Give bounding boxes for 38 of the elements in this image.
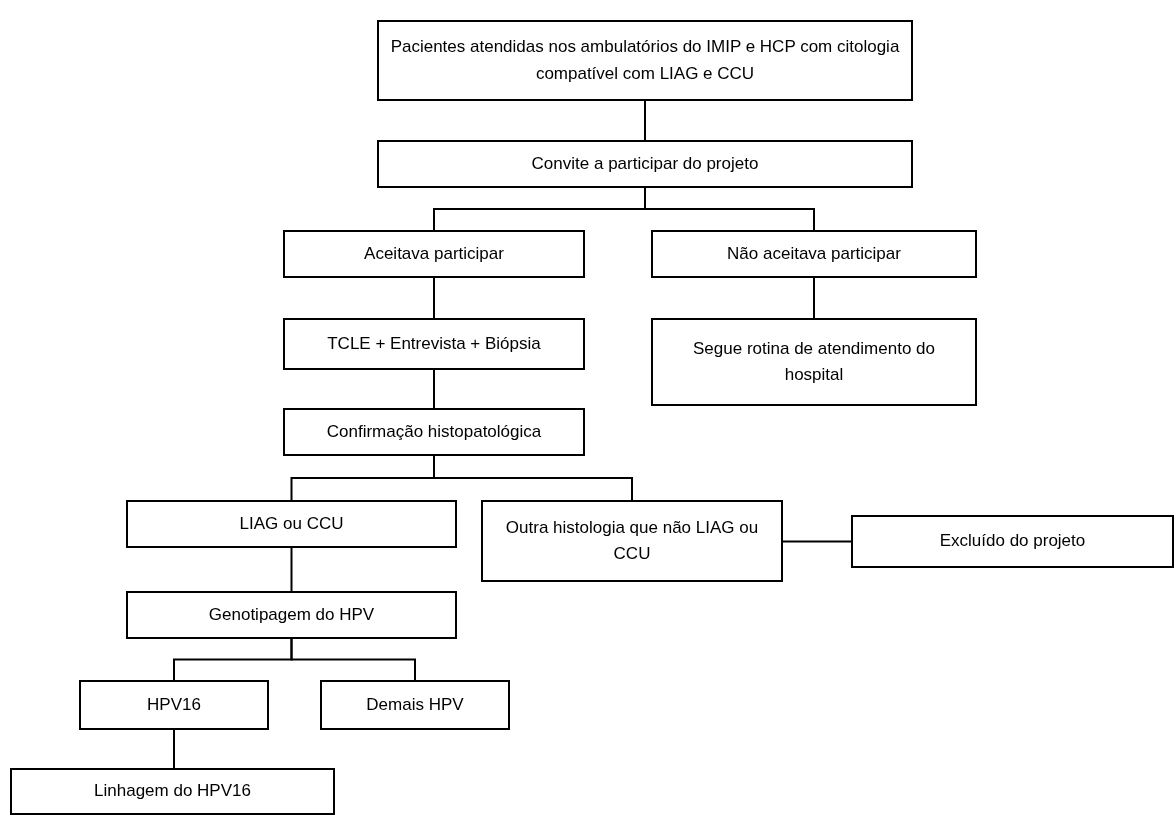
box-text: Genotipagem do HPV (208, 603, 375, 626)
connector-line (433, 455, 633, 501)
process-box (283, 318, 585, 370)
process-box (10, 768, 335, 815)
box-text: Demais HPV (366, 693, 464, 716)
process-box (377, 20, 913, 101)
process-box (851, 515, 1174, 568)
box-text: Excluído do projeto (939, 530, 1086, 553)
connector-line (290, 547, 293, 592)
process-box (651, 230, 977, 278)
connector-line (782, 540, 852, 543)
process-box (126, 500, 457, 548)
box-text: Não aceitava participar (727, 242, 901, 265)
process-box (126, 591, 457, 639)
box-text: LIAG ou CCU (239, 512, 344, 535)
process-box (320, 680, 510, 730)
connector-line (433, 369, 435, 409)
box-text: Aceitava participar (364, 242, 504, 265)
connector-line (813, 277, 815, 319)
box-text: Confirmação histopatológica (326, 420, 542, 443)
box-text: Segue rotina de atendimento do hospital (692, 337, 936, 386)
process-box (377, 140, 913, 188)
process-box (481, 500, 783, 582)
connector-line (644, 187, 815, 231)
connector-line (173, 729, 175, 769)
process-box (651, 318, 977, 406)
connector-line (433, 277, 435, 319)
box-text: TCLE + Entrevista + Biópsia (327, 332, 541, 355)
box-text: Pacientes atendidas nos ambulatórios do IMIP e HCP com citologia compatível com LIAG e CCU (389, 36, 901, 85)
process-box (283, 408, 585, 456)
process-box (79, 680, 269, 730)
box-text: Linhagem do HPV16 (94, 780, 251, 803)
process-box (283, 230, 585, 278)
connector-line (644, 100, 646, 141)
connector-line (290, 638, 416, 681)
box-text: Convite a participar do projeto (531, 152, 759, 175)
box-text: Outra histologia que não LIAG ou CCU (504, 516, 760, 565)
box-text: HPV16 (147, 693, 201, 716)
